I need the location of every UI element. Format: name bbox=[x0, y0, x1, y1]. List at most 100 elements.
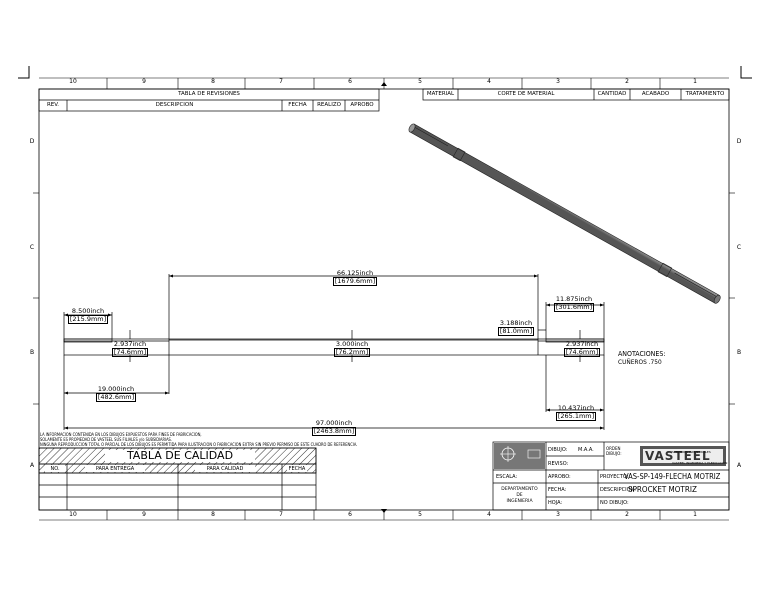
brand-logo-sub: SERVICIOS INDUSTRIALES bbox=[672, 450, 711, 454]
brand-logo-text: VASTEEL bbox=[645, 449, 711, 463]
zone-top: 2 bbox=[625, 78, 629, 85]
dim-right-length: 10.437inch [265.1mm] bbox=[546, 405, 606, 421]
dim-left-length: 19.000inch [482.6mm] bbox=[86, 386, 146, 402]
fecha-label: FECHA: bbox=[548, 487, 567, 493]
quality-delivery-header: PARA ENTREGA bbox=[95, 466, 135, 472]
disclaimer-line: LA INFORMACION CONTENIDA EN LOS DIBUJOS … bbox=[40, 432, 202, 437]
escala-label: ESCALA: bbox=[496, 474, 518, 480]
dim-value: 10.437inch bbox=[557, 404, 595, 412]
zone-bottom: 4 bbox=[487, 511, 491, 518]
zone-bottom: 6 bbox=[348, 511, 352, 518]
made-by-header: REALIZO bbox=[317, 102, 341, 108]
orden-label: ORDEN DIBUJO: bbox=[606, 446, 622, 456]
dim-metric: [482.6mm] bbox=[95, 393, 137, 402]
quantity-header: CANTIDAD bbox=[597, 91, 627, 97]
zone-bottom: 1 bbox=[693, 511, 697, 518]
descripcion-label: DESCRIPCION: bbox=[600, 487, 636, 493]
zone-top: 3 bbox=[556, 78, 560, 85]
zone-bottom: 7 bbox=[279, 511, 283, 518]
zone-bottom: 3 bbox=[556, 511, 560, 518]
zone-top: 9 bbox=[142, 78, 146, 85]
zone-left: A bbox=[29, 462, 35, 469]
dim-metric: [1679.6mm] bbox=[332, 277, 378, 286]
dibujo-label: DIBUJO: bbox=[548, 447, 568, 453]
zone-top: 10 bbox=[69, 78, 77, 85]
dim-value: 8.500inch bbox=[71, 307, 105, 315]
zone-bottom: 10 bbox=[69, 511, 77, 518]
dim-overall-length: 97.000inch [2463.8mm] bbox=[304, 420, 364, 436]
dim-right-diameter: 2.937inch [74.6mm] bbox=[552, 341, 612, 357]
zone-bottom: 9 bbox=[142, 511, 146, 518]
dim-value: 2.937inch bbox=[113, 340, 147, 348]
dibujo-value: M.A.A. bbox=[578, 447, 594, 453]
dim-metric: [74.6mm] bbox=[563, 348, 601, 357]
dim-metric: [2463.8mm] bbox=[311, 427, 357, 436]
dim-metric: [76.2mm] bbox=[333, 348, 371, 357]
dim-metric: [81.0mm] bbox=[497, 327, 535, 336]
dim-value: 19.000inch bbox=[97, 385, 135, 393]
hoja-label: HOJA: bbox=[548, 500, 563, 506]
zone-top: 7 bbox=[279, 78, 283, 85]
dim-metric: [74.6mm] bbox=[111, 348, 149, 357]
brand-logo-sub2: VASTEEL INGENIERIA Y FABRICACION bbox=[672, 461, 728, 465]
dim-top-span: 66.125inch [1679.6mm] bbox=[325, 270, 385, 286]
quality-quality-header: PARA CALIDAD bbox=[206, 466, 244, 472]
annotation-keyways: CUÑEROS .750 bbox=[618, 358, 662, 366]
cut-header: CORTE DE MATERIAL bbox=[497, 91, 555, 97]
proyecto-label: PROYECTO: bbox=[600, 474, 629, 480]
dim-value: 3.188inch bbox=[499, 319, 533, 327]
date-header: FECHA bbox=[288, 102, 307, 108]
finish-header: ACABADO bbox=[641, 91, 670, 97]
zone-top: 8 bbox=[211, 78, 215, 85]
dim-value: 11.875inch bbox=[555, 295, 593, 303]
dim-value: 66.125inch bbox=[336, 269, 374, 277]
dim-value: 3.000inch bbox=[335, 340, 369, 348]
proyecto-value: VAS-SP-149-FLECHA MOTRIZ bbox=[624, 472, 721, 481]
zone-left: D bbox=[29, 138, 35, 145]
dim-right-step: 11.875inch [301.6mm] bbox=[544, 296, 604, 312]
approved-header: APROBO bbox=[350, 102, 374, 108]
dim-value: 97.000inch bbox=[315, 419, 353, 427]
zone-top: 5 bbox=[418, 78, 422, 85]
zone-left: C bbox=[29, 244, 35, 251]
dim-metric: [301.6mm] bbox=[553, 303, 595, 312]
no-dibujo-label: NO DIBUJO: bbox=[600, 500, 629, 506]
aprobo-label: APROBO: bbox=[548, 474, 571, 480]
zone-left: B bbox=[29, 349, 35, 356]
zone-right: D bbox=[736, 138, 742, 145]
zone-top: 6 bbox=[348, 78, 352, 85]
treatment-header: TRATAMIENTO bbox=[685, 91, 725, 97]
descripcion-value: SPROCKET MOTRIZ bbox=[628, 485, 697, 494]
revisions-title: TABLA DE REVISIONES bbox=[178, 91, 240, 97]
department-line: DEPARTAMENTO bbox=[501, 487, 538, 492]
dim-small-step: 3.188inch [81.0mm] bbox=[494, 320, 538, 336]
department-line: INGENIERIA bbox=[506, 499, 533, 504]
annotations-title: ANOTACIONES: bbox=[618, 350, 666, 358]
dim-center-diameter: 3.000inch [76.2mm] bbox=[322, 341, 382, 357]
description-header: DESCRIPCION bbox=[155, 102, 194, 108]
zone-right: C bbox=[736, 244, 742, 251]
zone-right: A bbox=[736, 462, 742, 469]
quality-no-header: NO. bbox=[50, 466, 60, 472]
reviso-label: REVISO: bbox=[548, 461, 569, 467]
disclaimer-line: SOLAMENTE ES PROPIEDAD DE VASTEEL SUS FI… bbox=[40, 437, 172, 442]
dim-metric: [215.9mm] bbox=[67, 315, 109, 324]
zone-bottom: 2 bbox=[625, 511, 629, 518]
zone-top: 1 bbox=[693, 78, 697, 85]
dim-value: 2.937inch bbox=[565, 340, 599, 348]
rev-header: REV. bbox=[46, 102, 60, 108]
dim-metric: [265.1mm] bbox=[555, 412, 597, 421]
material-header: MATERIAL bbox=[426, 91, 455, 97]
zone-bottom: 5 bbox=[418, 511, 422, 518]
quality-table-title: TABLA DE CALIDAD bbox=[126, 449, 234, 462]
dim-left-step: 8.500inch [215.9mm] bbox=[64, 308, 112, 324]
zone-top: 4 bbox=[487, 78, 491, 85]
zone-right: B bbox=[736, 349, 742, 356]
